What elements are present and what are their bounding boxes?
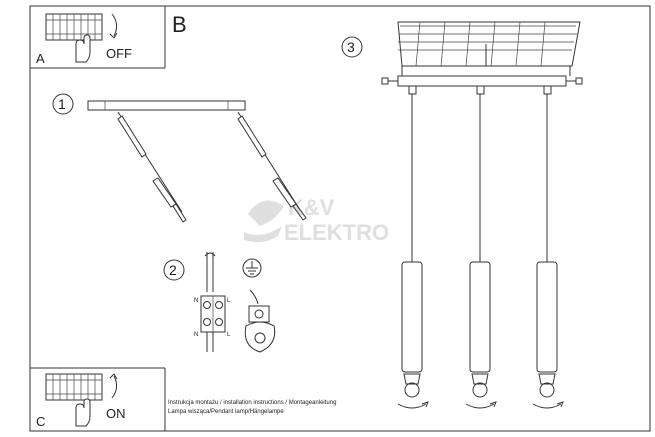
panel-c: C ON (30, 367, 166, 431)
step-3: 3 (341, 21, 583, 409)
watermark-line1: K&V (288, 195, 335, 220)
ground-symbol-icon (242, 258, 262, 278)
terminal-n-top: N (194, 298, 198, 304)
panel-a-letter: A (36, 51, 45, 66)
switch-off-icon (45, 13, 118, 63)
watermark: K&V ELEKTRO (244, 195, 389, 245)
step-2-number: 2 (169, 262, 177, 278)
caption-line1: Instrukcja montażu / installation instru… (168, 400, 336, 406)
switch-on-icon (45, 373, 118, 427)
left-dowel (117, 111, 187, 223)
terminal-block-icon (200, 252, 226, 352)
watermark-logo-icon (244, 200, 284, 243)
terminal-l-bottom: L (227, 332, 231, 338)
terminal-n-bottom: N (194, 332, 198, 338)
ground-terminal-icon (244, 289, 276, 353)
panel-a-action: OFF (106, 46, 132, 61)
panel-a: A OFF (30, 6, 166, 69)
watermark-line2: ELEKTRO (284, 220, 389, 245)
ceiling-canopy (381, 21, 583, 87)
step-3-number: 3 (347, 39, 355, 55)
panel-c-letter: C (36, 414, 45, 429)
outer-frame (29, 5, 651, 432)
pendant-lamp-3 (532, 85, 564, 409)
right-dowel (237, 111, 307, 221)
pendant-lamp-1 (397, 85, 429, 409)
step-2: 2 N L N L (163, 252, 276, 353)
step-1: 1 (52, 93, 307, 223)
terminal-l-top: L (227, 298, 231, 304)
caption-line2: Lampa wisząca/Pendant lamp/Hängelampe (168, 409, 284, 415)
step-3-badge (341, 36, 363, 58)
step-1-badge (52, 93, 74, 115)
step-2-badge (163, 259, 185, 281)
panel-c-action: ON (106, 406, 126, 421)
mounting-bar (87, 100, 246, 111)
panel-b-letter: B (172, 12, 187, 37)
pendant-lamp-2 (465, 85, 497, 409)
step-1-number: 1 (58, 96, 66, 112)
